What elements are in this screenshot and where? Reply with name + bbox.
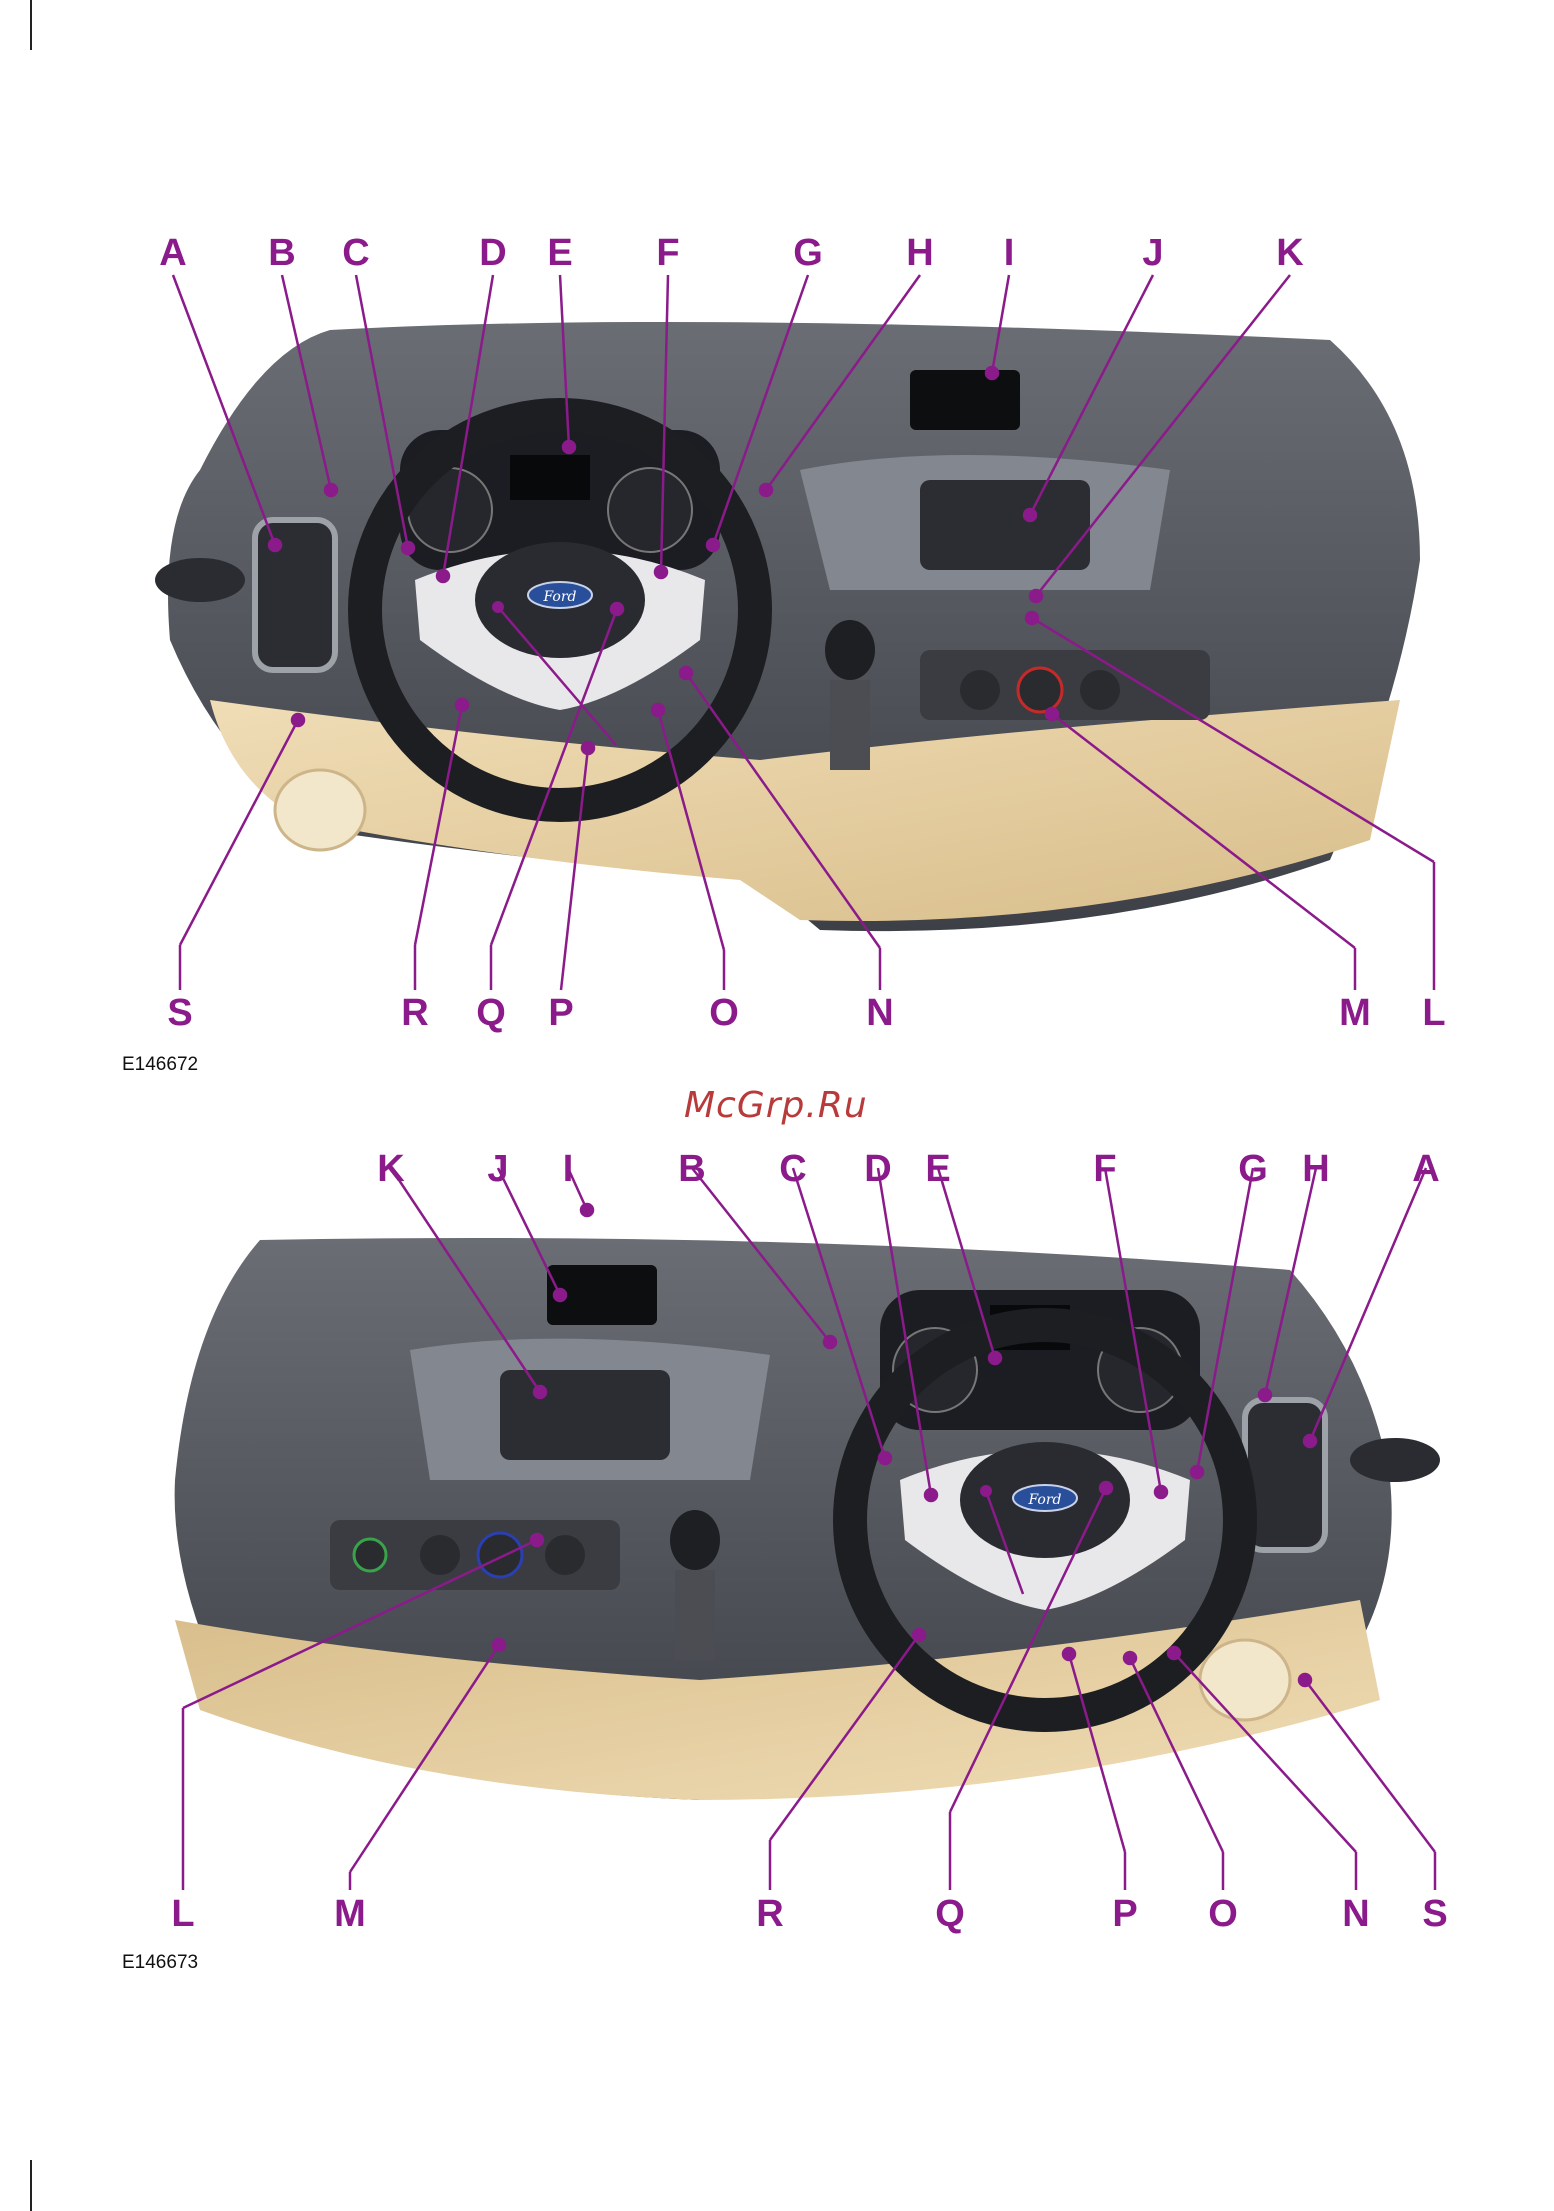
callout-l: L [171, 1895, 194, 1933]
leader-lines-lhd [0, 0, 1554, 1100]
callout-m: M [1339, 994, 1371, 1032]
callout-o: O [709, 994, 739, 1032]
callout-k: K [1276, 234, 1303, 272]
figure-id-rhd: E146673 [122, 1952, 198, 1974]
callout-c: C [342, 234, 369, 272]
callout-g: G [1238, 1150, 1268, 1188]
callout-q: Q [935, 1895, 965, 1933]
callout-c: C [779, 1150, 806, 1188]
callout-j: J [487, 1150, 508, 1188]
callout-a: A [159, 234, 186, 272]
callout-j: J [1142, 234, 1163, 272]
figure-id-lhd: E146672 [122, 1054, 198, 1076]
callout-l: L [1422, 994, 1445, 1032]
callout-g: G [793, 234, 823, 272]
callout-p: P [1112, 1895, 1137, 1933]
callout-s: S [1422, 1895, 1447, 1933]
callout-f: F [1093, 1150, 1116, 1188]
callout-r: R [401, 994, 428, 1032]
callout-d: D [479, 234, 506, 272]
callout-e: E [547, 234, 572, 272]
callout-b: B [268, 234, 295, 272]
callout-o: O [1208, 1895, 1238, 1933]
callout-f: F [656, 234, 679, 272]
callout-b: B [678, 1150, 705, 1188]
callout-k: K [377, 1150, 404, 1188]
dashboard-diagram-lhd: Ford [0, 0, 1554, 1100]
callout-h: H [906, 234, 933, 272]
dashboard-diagram-rhd: Ford K J I B C D E [0, 1100, 1554, 2211]
callout-p: P [548, 994, 573, 1032]
callout-a: A [1412, 1150, 1439, 1188]
callout-s: S [167, 994, 192, 1032]
leader-lines-rhd [0, 1100, 1554, 2211]
callout-m: M [334, 1895, 366, 1933]
callout-i: I [1004, 234, 1015, 272]
callout-n: N [866, 994, 893, 1032]
callout-q: Q [476, 994, 506, 1032]
callout-n: N [1342, 1895, 1369, 1933]
callout-r: R [756, 1895, 783, 1933]
callout-d: D [864, 1150, 891, 1188]
callout-h: H [1302, 1150, 1329, 1188]
callout-i: I [563, 1150, 574, 1188]
callout-e: E [925, 1150, 950, 1188]
